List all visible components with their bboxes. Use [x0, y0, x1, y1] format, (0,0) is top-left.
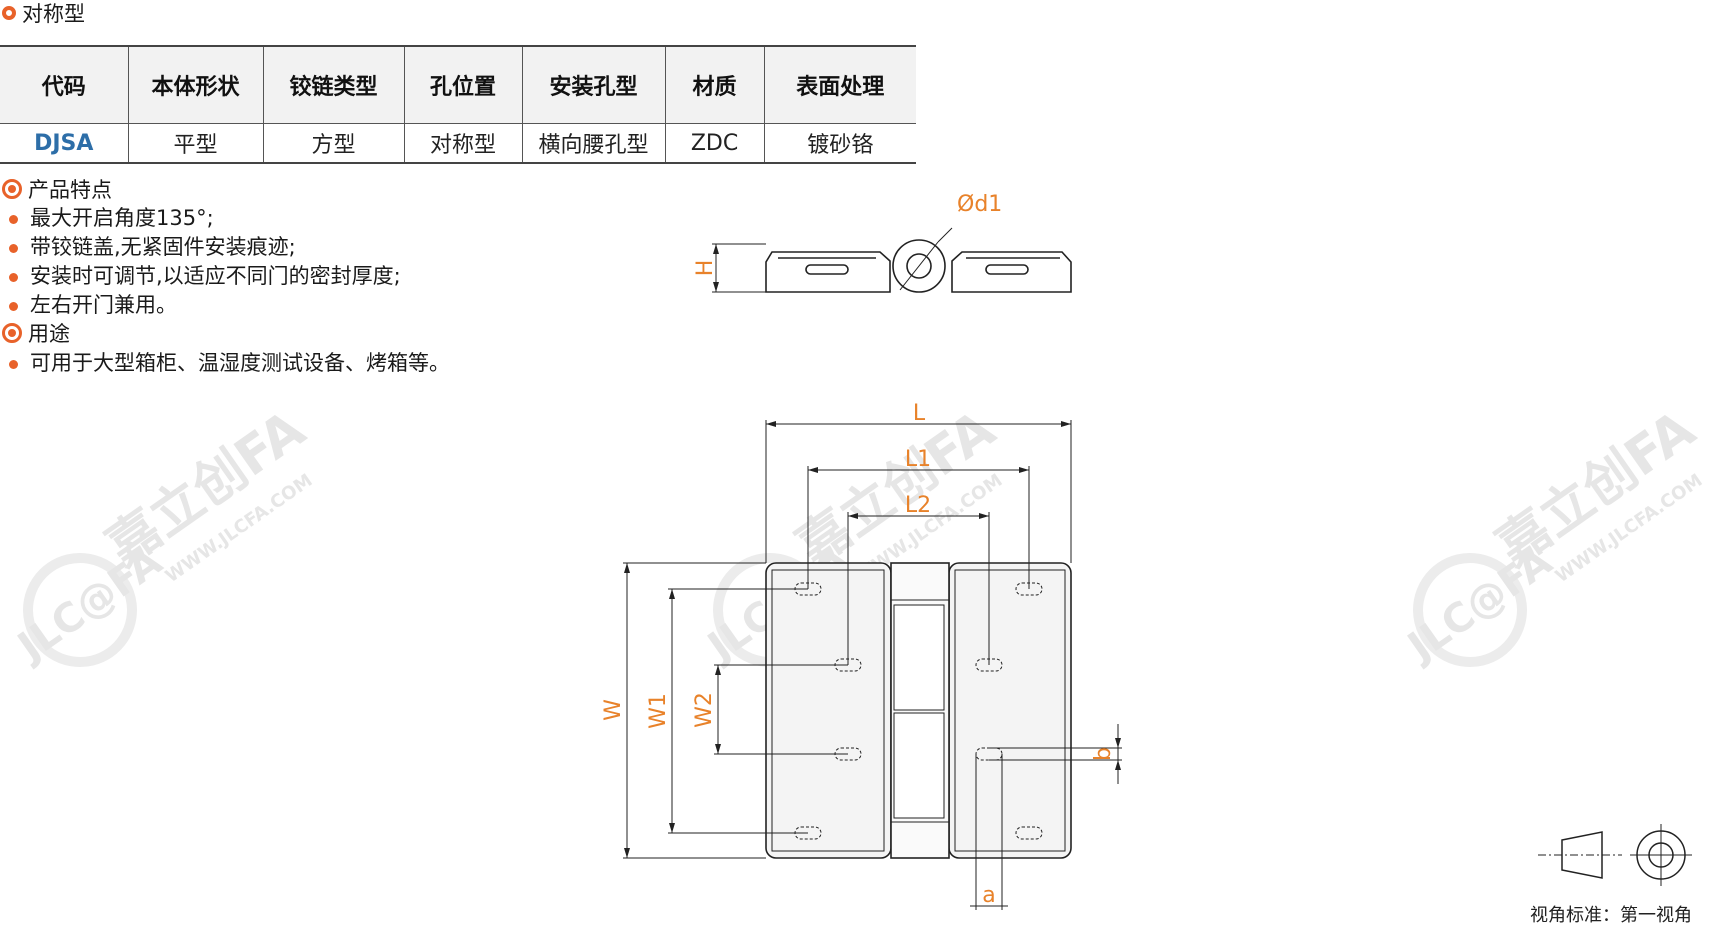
dim-a: a	[982, 883, 995, 908]
list-item: 最大开启角度135°;	[8, 204, 401, 233]
watermark-left: JLC@FA 嘉立创FA WWW.JLCFA.COM	[8, 399, 317, 671]
circle-bullet-icon	[2, 6, 16, 20]
table-cell: 横向腰孔型	[521, 123, 665, 164]
spec-table: 代码 本体形状 铰链类型 孔位置 安装孔型 材质 表面处理 DJSA 平型 方型…	[0, 45, 916, 164]
dim-d1: Ød1	[957, 192, 1002, 217]
table-row: DJSA 平型 方型 对称型 横向腰孔型 ZDC 镀砂铬	[0, 123, 916, 164]
dim-b: b	[1091, 747, 1116, 761]
right-leaf-inner	[954, 569, 1066, 852]
barrel-segment-upper	[893, 604, 945, 711]
dimension-lines	[623, 420, 1122, 910]
usage-title: 用途	[2, 320, 70, 346]
side-left-slot	[805, 264, 849, 275]
diameter-leader-ext	[937, 227, 953, 243]
header-cell: 孔位置	[403, 46, 522, 124]
diameter-leader	[899, 241, 939, 291]
dim-L: L	[913, 401, 926, 426]
table-cell: 对称型	[403, 123, 522, 164]
list-item: 带铰链盖,无紧固件安装痕迹;	[8, 233, 401, 262]
dim-W1: W1	[646, 693, 671, 729]
list-item: 左右开门兼用。	[8, 291, 401, 320]
slot	[1015, 826, 1043, 840]
list-item: 安装时可调节,以适应不同门的密封厚度;	[8, 262, 401, 291]
section-title-text: 对称型	[22, 2, 85, 26]
list-item: 可用于大型箱柜、温湿度测试设备、烤箱等。	[8, 349, 450, 378]
header-cell: 表面处理	[763, 46, 916, 124]
header-cell: 代码	[0, 46, 128, 124]
header-cell: 材质	[664, 46, 764, 124]
side-view	[712, 227, 1072, 293]
target-bullet-icon	[2, 179, 22, 199]
dimension-arrows	[624, 244, 1121, 858]
watermark-logo-ring	[1413, 553, 1527, 667]
features-title: 产品特点	[2, 176, 112, 202]
header-cell: 安装孔型	[521, 46, 665, 124]
section-title: 对称型	[2, 0, 85, 26]
table-cell: 平型	[127, 123, 263, 164]
header-cell: 铰链类型	[262, 46, 404, 124]
barrel-segment-lower	[893, 712, 945, 819]
front-view	[765, 562, 1072, 859]
dim-L2: L2	[905, 493, 931, 518]
projection-cone-icon	[1561, 831, 1603, 879]
left-leaf-inner	[771, 569, 885, 852]
usage-list: 可用于大型箱柜、温湿度测试设备、烤箱等。	[8, 349, 450, 378]
features-list: 最大开启角度135°; 带铰链盖,无紧固件安装痕迹; 安装时可调节,以适应不同门…	[8, 204, 401, 320]
side-right-slot	[985, 264, 1029, 275]
watermark-right: JLC@FA 嘉立创FA WWW.JLCFA.COM	[1398, 399, 1707, 671]
target-bullet-icon	[2, 323, 22, 343]
table-header-row: 代码 本体形状 铰链类型 孔位置 安装孔型 材质 表面处理	[0, 46, 916, 124]
dim-H: H	[693, 260, 718, 277]
dim-W2: W2	[692, 692, 717, 728]
view-standard-label: 视角标准：第一视角	[1530, 905, 1692, 926]
dim-W: W	[601, 699, 626, 721]
usage-title-text: 用途	[28, 322, 70, 346]
table-cell: ZDC	[664, 123, 764, 164]
projection-symbol	[1538, 824, 1692, 886]
table-cell: 镀砂铬	[763, 123, 916, 164]
watermark-logo-ring	[23, 553, 137, 667]
header-cell: 本体形状	[127, 46, 263, 124]
table-cell: 方型	[262, 123, 404, 164]
table-cell-code: DJSA	[0, 123, 128, 164]
dim-L1: L1	[905, 447, 931, 472]
features-title-text: 产品特点	[28, 178, 112, 202]
